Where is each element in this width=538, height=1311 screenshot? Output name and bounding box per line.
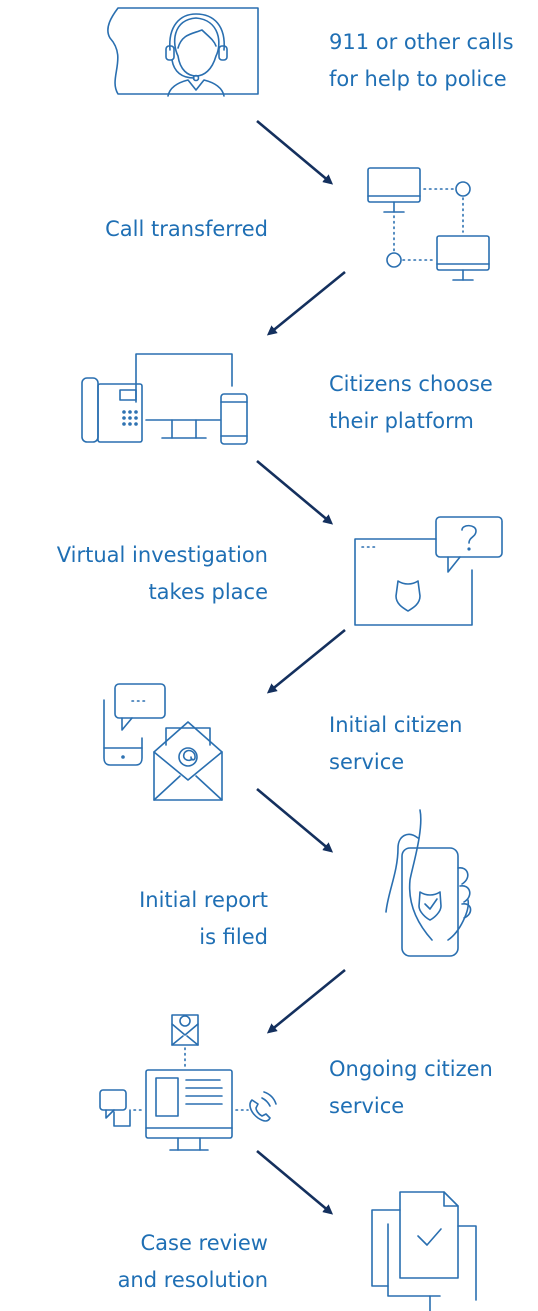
arrow-4-to-5	[266, 628, 346, 694]
devices-icon	[81, 353, 248, 445]
step-8-line-2: and resolution	[117, 1268, 268, 1292]
arrow-5-to-6	[256, 788, 334, 853]
step-1-line-1: 911 or other calls	[329, 30, 514, 54]
step-8-line-1: Case review	[140, 1231, 268, 1255]
step-2-label: Call transferred	[0, 211, 268, 248]
step-7-line-1: Ongoing citizen	[329, 1057, 493, 1081]
phone-chat-email-icon	[103, 683, 223, 801]
step-5-label: Initial citizen service	[329, 707, 463, 781]
network-transfer-icon	[367, 167, 490, 281]
arrow-3-to-4	[256, 460, 334, 525]
step-2-line-1: Call transferred	[105, 217, 268, 241]
step-4-line-2: takes place	[148, 580, 268, 604]
documents-check-icon	[371, 1191, 477, 1311]
arrow-1-to-2	[256, 120, 334, 185]
step-1-label: 911 or other calls for help to police	[329, 24, 514, 98]
flow-arrows	[256, 120, 346, 1215]
step-3-line-2: their platform	[329, 409, 474, 433]
hand-phone-shield-icon	[385, 809, 472, 957]
step-6-line-1: Initial report	[139, 888, 268, 912]
step-3-label: Citizens choose their platform	[329, 366, 493, 440]
step-5-line-1: Initial citizen	[329, 713, 463, 737]
browser-badge-question-icon	[354, 516, 503, 626]
step-7-line-2: service	[329, 1094, 405, 1118]
step-1-line-2: for help to police	[329, 67, 507, 91]
step-6-label: Initial report is filed	[0, 882, 268, 956]
headset-agent-icon	[107, 7, 259, 97]
step-3-line-1: Citizens choose	[329, 372, 493, 396]
step-6-line-2: is filed	[199, 925, 268, 949]
arrow-2-to-3	[266, 270, 346, 336]
step-4-label: Virtual investigation takes place	[0, 537, 268, 611]
arrow-7-to-8	[256, 1150, 334, 1215]
step-8-label: Case review and resolution	[0, 1225, 268, 1299]
step-4-line-1: Virtual investigation	[56, 543, 268, 567]
step-5-line-2: service	[329, 750, 405, 774]
arrow-6-to-7	[266, 968, 346, 1034]
multichannel-desktop-icon	[99, 1014, 277, 1151]
step-7-label: Ongoing citizen service	[329, 1051, 493, 1125]
